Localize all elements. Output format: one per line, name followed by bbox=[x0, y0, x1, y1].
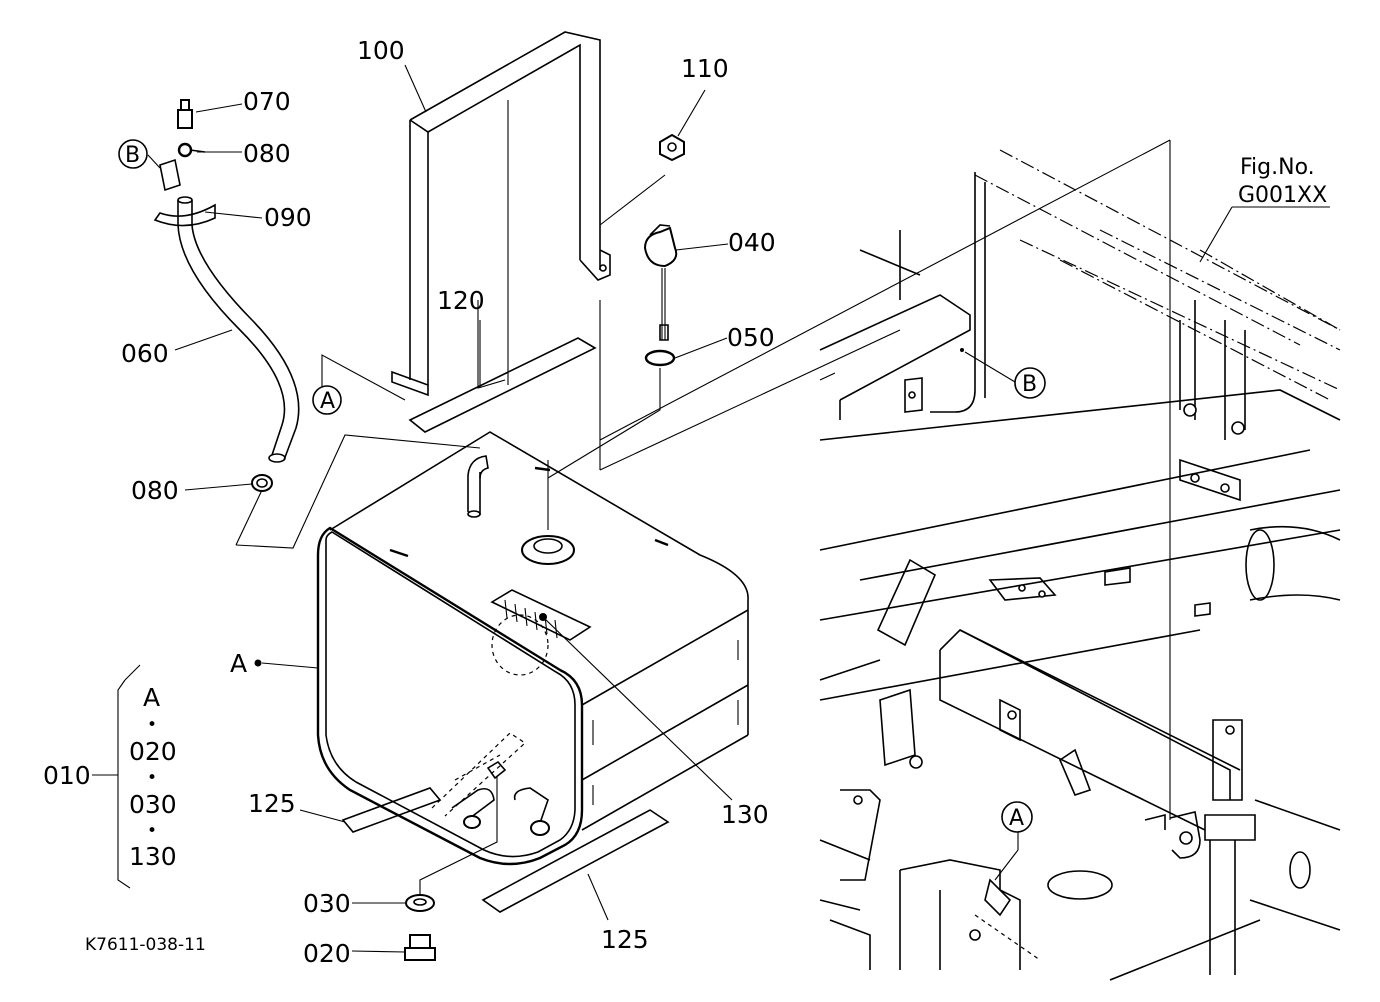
marker-b-frame: B bbox=[1014, 367, 1046, 399]
svg-text:A: A bbox=[230, 649, 247, 678]
hose-assembly bbox=[153, 99, 481, 549]
rubber-strip-120 bbox=[408, 300, 597, 433]
washer-030 bbox=[405, 894, 435, 912]
marker-a-tank: A bbox=[230, 649, 247, 678]
marker-b-hose: B bbox=[118, 139, 148, 169]
callout-110: 110 bbox=[681, 54, 729, 83]
marker-a-bracket: A bbox=[312, 385, 342, 415]
callout-080-top: 080 bbox=[243, 139, 291, 168]
callout-090: 090 bbox=[264, 203, 312, 232]
drawing-id-code: K7611-038-11 bbox=[85, 935, 206, 955]
callout-060: 060 bbox=[121, 339, 169, 368]
tank-band-100 bbox=[391, 31, 901, 471]
oring-050 bbox=[547, 349, 676, 479]
callout-125-right: 125 bbox=[601, 925, 649, 954]
fig-no-value: G001XX bbox=[1238, 183, 1327, 208]
callout-130: 130 bbox=[721, 800, 769, 829]
callout-010: 010 bbox=[43, 761, 91, 790]
assembly-list: A • 020 • 030 • 130 bbox=[129, 683, 177, 871]
callout-100: 100 bbox=[357, 36, 405, 65]
assembly-item-130: 130 bbox=[129, 842, 177, 871]
fig-no-label: Fig.No. bbox=[1240, 155, 1315, 180]
figure-reference: Fig.No. G001XX bbox=[1199, 155, 1330, 263]
svg-text:B: B bbox=[125, 143, 140, 168]
assembly-separator: • bbox=[147, 715, 157, 735]
callout-020: 020 bbox=[303, 939, 351, 968]
callout-050: 050 bbox=[727, 323, 775, 352]
callout-125-left: 125 bbox=[248, 789, 296, 818]
drain-plug-020 bbox=[404, 934, 436, 961]
rubber-strip-125-left bbox=[341, 787, 442, 833]
assembly-item-030: 030 bbox=[129, 790, 177, 819]
callouts: 100 110 070 080 090 040 120 050 060 080 … bbox=[43, 36, 776, 968]
assembly-item-020: 020 bbox=[129, 737, 177, 766]
assembly-separator: • bbox=[147, 821, 157, 841]
callout-120: 120 bbox=[437, 286, 485, 315]
nut-110 bbox=[659, 133, 685, 162]
callout-080-bottom: 080 bbox=[131, 476, 179, 505]
svg-text:B: B bbox=[1022, 372, 1037, 397]
leader-lines bbox=[92, 64, 1019, 953]
callout-070: 070 bbox=[243, 87, 291, 116]
marker-a-frame: A bbox=[1001, 801, 1033, 833]
assembly-separator: • bbox=[147, 768, 157, 788]
cap-040 bbox=[643, 224, 678, 341]
machine-frame bbox=[599, 139, 1341, 981]
svg-text:A: A bbox=[320, 389, 335, 414]
callout-040: 040 bbox=[728, 228, 776, 257]
assembly-item-a: A bbox=[143, 683, 160, 712]
svg-text:A: A bbox=[1009, 806, 1024, 831]
fuel-tank bbox=[316, 431, 749, 900]
reference-markers: A A B B A bbox=[118, 139, 1046, 833]
callout-030: 030 bbox=[303, 889, 351, 918]
rubber-strip-125-right bbox=[481, 809, 670, 913]
